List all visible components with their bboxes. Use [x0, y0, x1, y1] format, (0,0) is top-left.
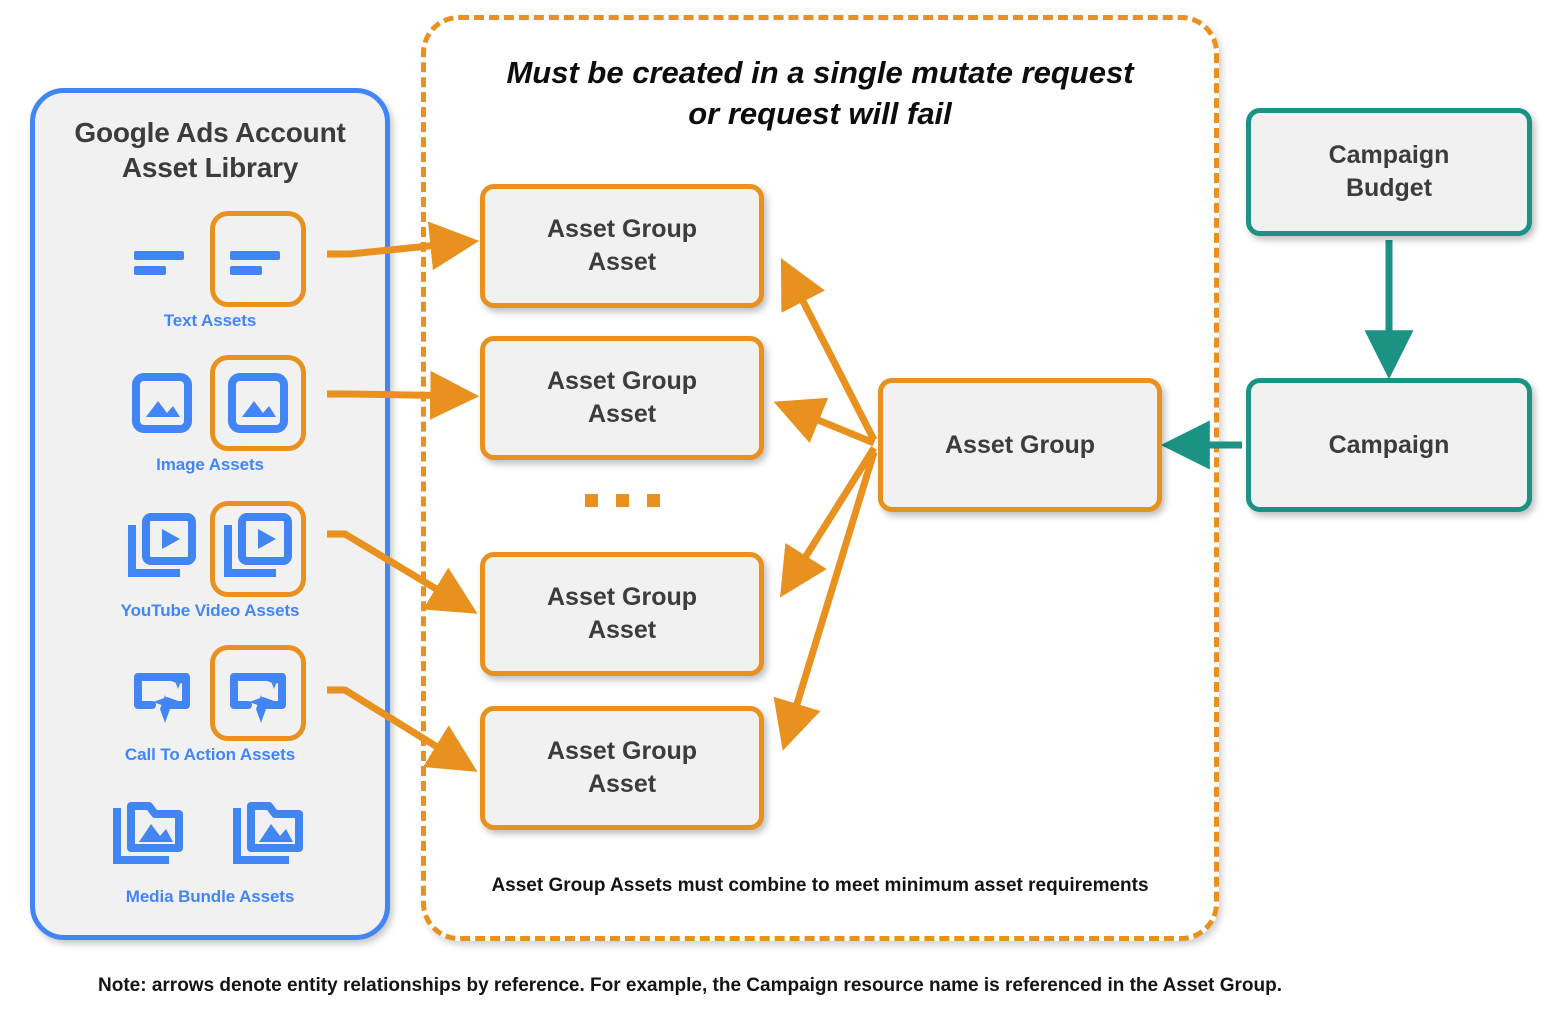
campaign-node-label: Campaign [1328, 430, 1450, 459]
asset-group-asset-node-3-line2: Asset [587, 616, 657, 644]
campaign-budget-line2: Budget [1345, 174, 1433, 202]
asset-group-asset-node-2-line1: Asset Group [546, 367, 698, 395]
asset-group-asset-node-1[interactable]: Asset Group Asset [480, 184, 764, 308]
campaign-node[interactable]: Campaign [1246, 378, 1532, 512]
ellipsis-dot-3 [646, 493, 660, 507]
mutate-heading-line1: Must be created in a single mutate reque… [506, 55, 1134, 90]
asset-group-asset-node-3-line1: Asset Group [546, 583, 698, 611]
asset-group-node[interactable]: Asset Group [878, 378, 1162, 512]
asset-group-asset-ellipsis [480, 488, 764, 512]
call-to-action-sparkle-icon-selected[interactable] [210, 645, 306, 741]
asset-group-asset-node-1-line2: Asset [587, 248, 657, 276]
asset-row-label-youtube: YouTube Video Assets [120, 601, 300, 620]
asset-row-text: Text Assets [35, 211, 385, 331]
asset-row-cta: Call To Action Assets [35, 645, 385, 765]
campaign-budget-line1: Campaign [1328, 141, 1450, 169]
asset-row-label-cta: Call To Action Assets [124, 745, 296, 764]
image-icon-selected[interactable] [210, 355, 306, 451]
asset-library-title: Google Ads Account Asset Library [35, 115, 385, 185]
mutate-region-footnote: Asset Group Assets must combine to meet … [491, 875, 1149, 896]
asset-row-label-media-bundle: Media Bundle Assets [125, 887, 295, 906]
asset-row-media-bundle: Media Bundle Assets [35, 787, 385, 907]
ellipsis-dot-2 [615, 493, 629, 507]
diagram-footer-note: Note: arrows denote entity relationships… [98, 975, 1282, 996]
asset-library-title-line1: Google Ads Account [74, 117, 346, 148]
asset-library-panel: Google Ads Account Asset Library [30, 88, 390, 940]
asset-group-asset-node-2-line2: Asset [587, 400, 657, 428]
media-bundle-folder-icon-2 [222, 787, 318, 883]
asset-row-youtube: YouTube Video Assets [35, 501, 385, 621]
text-lines-icon-selected[interactable] [210, 211, 306, 307]
asset-group-asset-node-4-line1: Asset Group [546, 737, 698, 765]
asset-group-asset-node-2[interactable]: Asset Group Asset [480, 336, 764, 460]
call-to-action-sparkle-icon [114, 645, 210, 741]
mutate-region-heading: Must be created in a single mutate reque… [430, 52, 1210, 134]
ellipsis-dot-1 [584, 493, 598, 507]
asset-group-asset-node-3[interactable]: Asset Group Asset [480, 552, 764, 676]
mutate-heading-line2: or request will fail [688, 96, 952, 132]
text-lines-icon [114, 211, 210, 307]
asset-group-asset-node-4-line2: Asset [587, 770, 657, 798]
asset-group-node-label: Asset Group [944, 430, 1096, 459]
media-bundle-folder-icon [102, 787, 198, 883]
image-icon [114, 355, 210, 451]
campaign-budget-node[interactable]: Campaign Budget [1246, 108, 1532, 236]
asset-group-asset-node-4[interactable]: Asset Group Asset [480, 706, 764, 830]
asset-row-image: Image Assets [35, 355, 385, 475]
video-stack-icon-selected[interactable] [210, 501, 306, 597]
asset-row-label-image: Image Assets [156, 455, 264, 474]
asset-group-asset-node-1-line1: Asset Group [546, 215, 698, 243]
asset-library-title-line2: Asset Library [121, 152, 299, 183]
video-stack-icon [114, 501, 210, 597]
asset-row-label-text: Text Assets [163, 311, 257, 330]
